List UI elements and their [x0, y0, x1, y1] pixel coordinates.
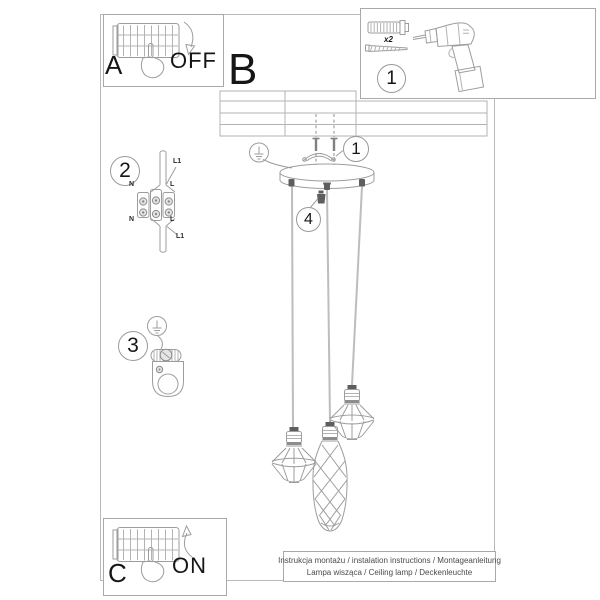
footer-line2: Lampa wisząca / Ceiling lamp / Deckenleu… [306, 567, 473, 577]
connector-step-badge: 4 [296, 207, 321, 232]
connector-step-number: 4 [304, 210, 313, 228]
step-b-label: B [228, 45, 258, 94]
dowel-quantity-label: x2 [384, 35, 393, 44]
panel-a-state: OFF [170, 48, 217, 73]
page-frame [100, 14, 495, 581]
tools-step-number: 1 [386, 67, 397, 89]
wiring-step-number: 2 [119, 159, 131, 182]
panel-c-label: C [108, 558, 127, 588]
wire-label-l1-bottom: L1 [176, 233, 185, 240]
socket-step-badge: 3 [118, 331, 148, 361]
socket-step-number: 3 [127, 334, 139, 357]
panel-c-state: ON [172, 553, 207, 578]
wiring-step-badge: 2 [110, 156, 140, 186]
wire-label-l-bottom: L [170, 216, 175, 223]
bracket-step-badge: 1 [343, 136, 369, 162]
tools-step-badge: 1 [377, 64, 406, 93]
wire-label-n-top: N [129, 181, 135, 188]
wire-label-l-top: L [170, 181, 175, 188]
footer-line1: Instrukcja montażu / instalation instruc… [278, 555, 501, 565]
bracket-step-number: 1 [351, 139, 361, 158]
wire-label-n-bottom: N [129, 216, 135, 223]
footer-title-box: Instrukcja montażu / instalation instruc… [278, 551, 501, 582]
panel-a-label: A [105, 50, 123, 80]
wire-label-l1-top: L1 [173, 158, 182, 165]
